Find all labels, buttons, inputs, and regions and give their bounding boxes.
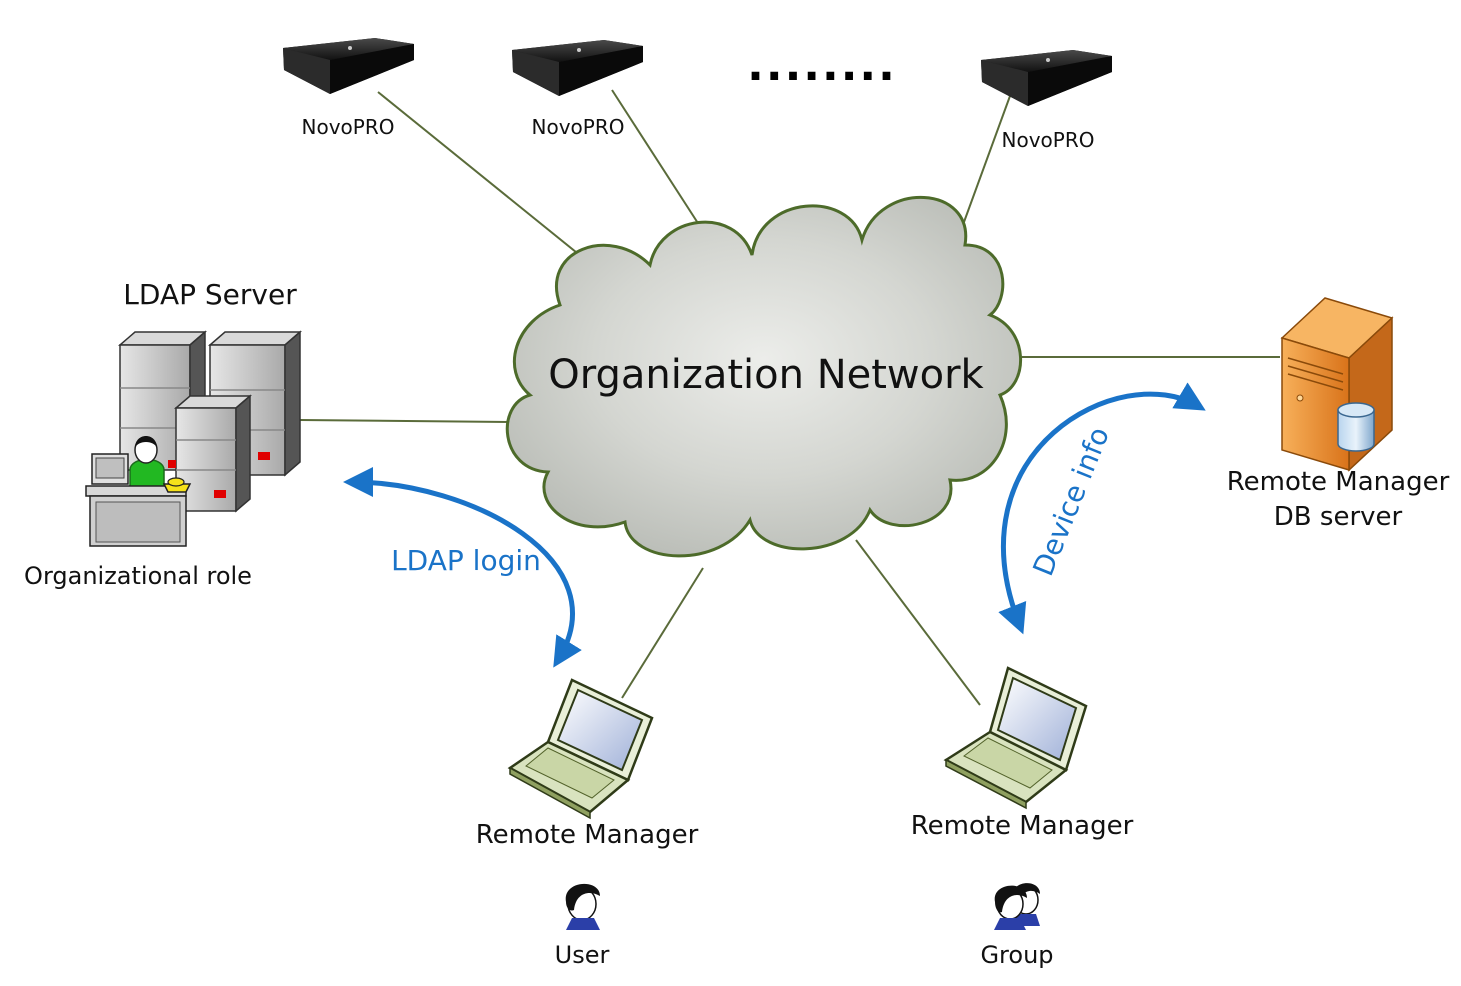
novopro-device-3: NovoPRO: [981, 50, 1112, 152]
ldap-server-title: LDAP Server: [123, 278, 297, 311]
laptop-icon: [943, 666, 1088, 810]
novopro-box-icon: [283, 38, 414, 94]
ldap-login-arrow: [343, 467, 582, 668]
ldap-role-label: Organizational role: [24, 562, 252, 590]
novopro-device-1: NovoPRO: [283, 38, 414, 139]
group-icon: [994, 883, 1040, 930]
remote-manager-group: Remote Manager Group: [911, 666, 1134, 969]
remote-manager-user: Remote Manager User: [476, 678, 699, 969]
ldap-server: LDAP Server: [24, 278, 303, 590]
link-ldap: [299, 419, 513, 423]
tower-server-icon: [1280, 297, 1394, 472]
link-manager-group: [855, 539, 981, 706]
remote-manager-label: Remote Manager: [911, 811, 1134, 841]
link-novopro-1: [377, 91, 614, 283]
ldap-login-label: LDAP login: [391, 544, 541, 577]
device-info-flow: Device info: [998, 382, 1206, 635]
user-icon: [565, 883, 600, 930]
more-devices-ellipsis: ........: [747, 40, 897, 91]
db-server: Remote Manager DB server: [1227, 297, 1450, 532]
novopro-box-icon: [981, 50, 1112, 106]
person-at-desk-icon: [85, 436, 192, 547]
device-info-arrow: [998, 382, 1206, 635]
group-label: Group: [980, 941, 1053, 969]
link-manager-user: [621, 567, 704, 699]
novopro-label: NovoPRO: [1002, 128, 1095, 152]
database-icon: [1337, 402, 1375, 452]
db-server-label-line2: DB server: [1274, 502, 1403, 532]
connection-lines: [299, 89, 1280, 706]
novopro-device-2: NovoPRO: [512, 40, 643, 139]
network-label: Organization Network: [548, 352, 984, 398]
remote-manager-label: Remote Manager: [476, 820, 699, 850]
ldap-login-flow: LDAP login: [343, 467, 582, 668]
novopro-box-icon: [512, 40, 643, 96]
laptop-icon: [507, 678, 654, 820]
novopro-label: NovoPRO: [532, 115, 625, 139]
novopro-label: NovoPRO: [302, 115, 395, 139]
link-novopro-3: [963, 95, 1011, 223]
organization-network-cloud: Organization Network: [505, 195, 1022, 558]
user-label: User: [555, 941, 610, 969]
server-rack-icon: [117, 330, 303, 513]
db-server-label-line1: Remote Manager: [1227, 467, 1450, 497]
